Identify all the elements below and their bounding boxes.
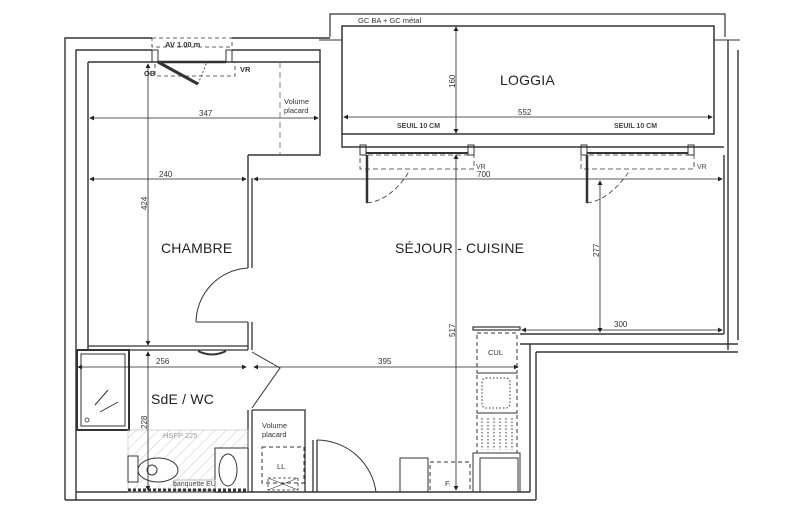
loggia — [319, 13, 740, 135]
dim-sde-height: 228 — [140, 415, 149, 429]
chambre-door — [195, 267, 249, 323]
washbasin — [214, 447, 249, 493]
dim-sejour-width-right: 300 — [614, 320, 628, 329]
volume-placard-entry-l2: placard — [262, 430, 287, 439]
volume-placard-chambre-l2: placard — [284, 106, 309, 115]
vr-note-chambre: VR — [240, 65, 251, 74]
room-label-sejour-cuisine: SÉJOUR - CUISINE — [395, 240, 525, 256]
dim-sde-width: 256 — [156, 357, 170, 366]
shower — [76, 349, 130, 431]
seuil-note-1: SEUIL 10 CM — [397, 123, 441, 130]
fridge-label: F. — [445, 479, 451, 488]
cul-label: CUL — [488, 348, 504, 357]
dim-chambre-width: 240 — [159, 170, 173, 179]
room-label-sde-wc: SdE / WC — [151, 391, 215, 407]
hsfp-label: HSFP 225 — [163, 431, 198, 440]
dim-sejour-width: 700 — [477, 170, 491, 179]
room-label-chambre: CHAMBRE — [161, 240, 233, 256]
dim-loggia-height: 160 — [448, 74, 457, 88]
dim-sejour-width-lower: 395 — [378, 357, 392, 366]
window-size-note: AV 1.00 m — [165, 40, 201, 49]
dim-chambre-height: 424 — [140, 196, 149, 210]
volume-placard-entry-l1: Volume — [262, 421, 288, 430]
ob-note: OB — [144, 69, 156, 78]
entrance-door — [316, 439, 377, 493]
vr-note-door1: VR — [476, 164, 486, 171]
seuil-note-2: SEUIL 10 CM — [614, 123, 658, 130]
banquette-label: banquette EU — [173, 481, 216, 488]
dim-loggia-width: 552 — [518, 108, 532, 117]
sde-door — [251, 351, 281, 409]
kitchen — [399, 326, 521, 493]
room-label-loggia: LOGGIA — [500, 72, 555, 88]
dim-sejour-height-total: 517 — [448, 323, 457, 337]
vr-note-door2: VR — [697, 164, 707, 171]
volume-placard-chambre-l1: Volume — [284, 97, 310, 106]
dim-sejour-height-right: 277 — [592, 243, 601, 257]
ll-label: LL — [277, 462, 286, 471]
window-chambre — [151, 37, 236, 86]
loggia-door-1 — [359, 144, 475, 204]
balustrade-note: GC BA + GC métal — [358, 16, 422, 25]
dimension-lines — [77, 26, 723, 491]
towel-radiator — [197, 350, 227, 356]
closet — [261, 446, 305, 491]
dim-chambre-width-top: 347 — [199, 109, 213, 118]
loggia-door-2 — [580, 144, 695, 204]
